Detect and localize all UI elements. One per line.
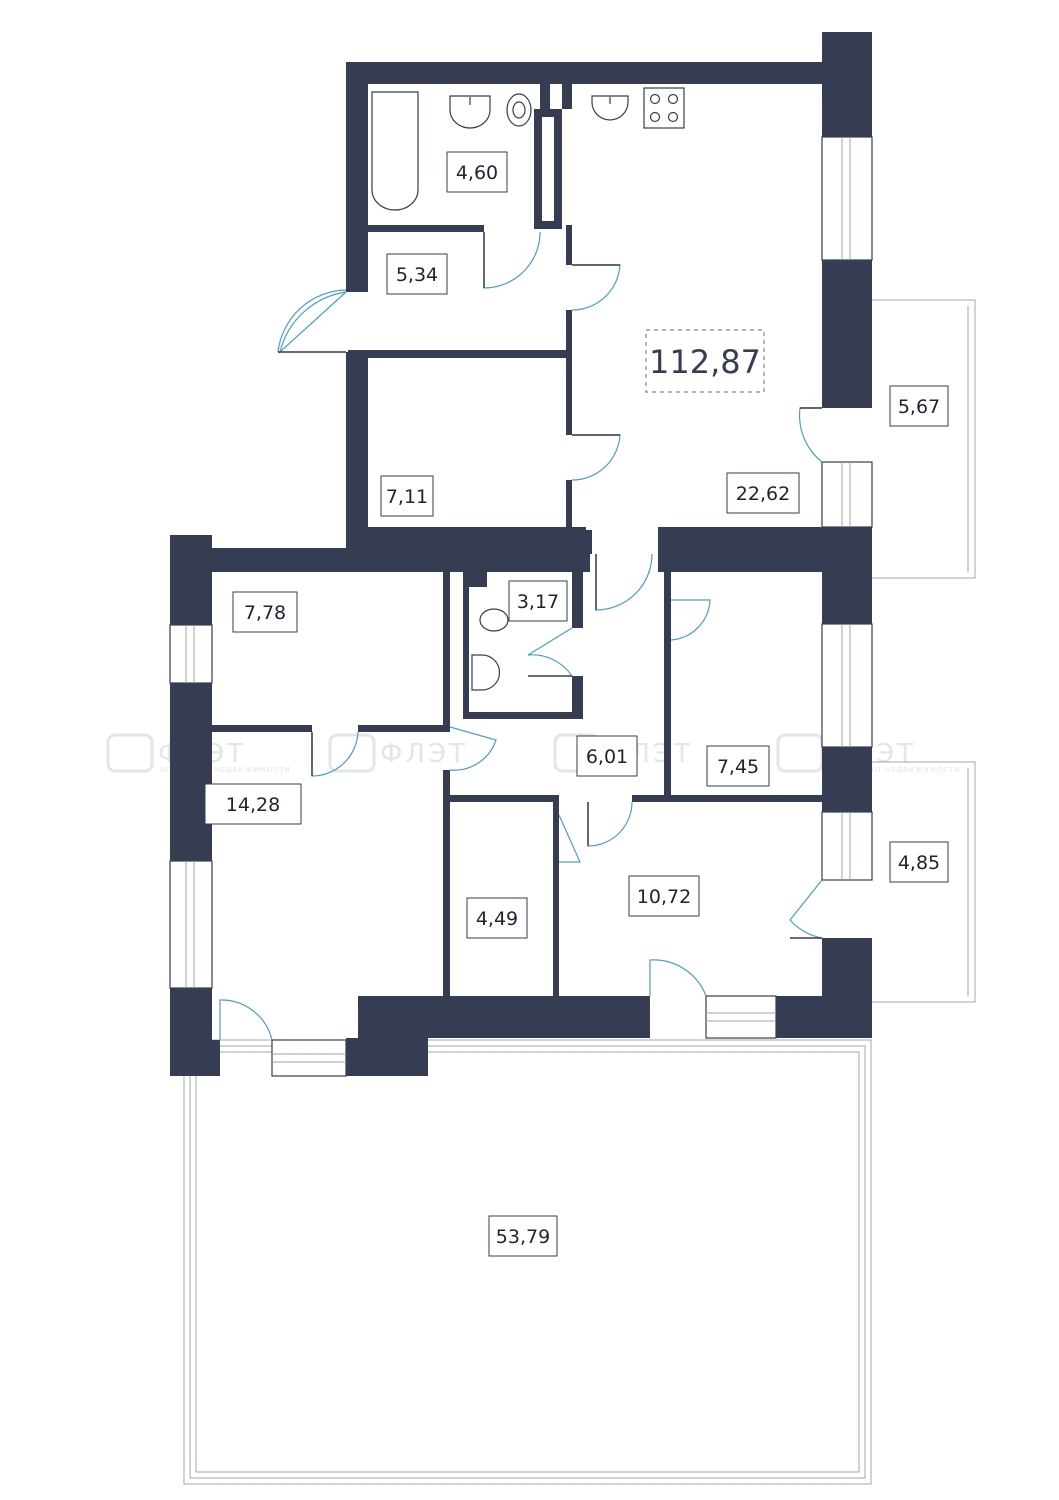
room-labels: 4,60 5,34 22,62 7,11 5,67 7,78 3,17 6,01 7,45 14,… (204, 151, 949, 1257)
room-area-value: 3,17 (517, 591, 559, 613)
room-label-box (446, 151, 508, 193)
wc-sink-icon (479, 608, 509, 632)
room-label-box (508, 580, 568, 622)
room-label-box (488, 1215, 558, 1257)
total-area: 112,87 (645, 329, 765, 393)
toilet-icon (449, 95, 491, 129)
room-area-value: 5,67 (898, 396, 940, 418)
room-label-box (204, 783, 302, 825)
room-area-value: 22,62 (736, 483, 790, 505)
room-label-box (628, 875, 700, 917)
room-label-box (576, 735, 638, 777)
room-label-balcony-right-bottom: 4,85 (889, 841, 949, 883)
room-area-value: 14,28 (226, 794, 280, 816)
room-label-bedroom-bottom: 10,72 (628, 875, 700, 917)
room-label-box (386, 253, 448, 295)
total-area-value: 112,87 (649, 343, 761, 381)
room-label-terrace: 53,79 (488, 1215, 558, 1257)
room-area-value: 4,49 (476, 908, 518, 930)
room-label-box (889, 841, 949, 883)
fixtures (371, 87, 685, 691)
room-label-bedroom-left: 14,28 (204, 783, 302, 825)
room-label-kitchen-living: 22,62 (726, 472, 800, 514)
room-area-value: 53,79 (496, 1226, 550, 1248)
balcony-railings (872, 299, 976, 1003)
doors (219, 231, 823, 1041)
room-label-corridor: 6,01 (576, 735, 638, 777)
room-label-box (380, 475, 434, 517)
room-area-value: 7,11 (386, 486, 428, 508)
room-label-wc: 3,17 (508, 580, 568, 622)
room-label-box (889, 385, 949, 427)
room-area-value: 7,45 (717, 756, 759, 778)
room-label-bedroom-small-left: 7,78 (232, 591, 298, 633)
walls (170, 32, 872, 1076)
room-label-bathroom: 4,60 (446, 151, 508, 193)
terrace-railing (183, 1039, 872, 1485)
room-label-box (706, 745, 770, 787)
room-label-wardrobe: 4,49 (466, 897, 528, 939)
room-area-value: 6,01 (586, 746, 628, 768)
room-label-box (466, 897, 528, 939)
room-area-value: 7,78 (244, 602, 286, 624)
wc-toilet-icon (471, 654, 501, 691)
room-label-box (726, 472, 800, 514)
stove-icon (643, 87, 685, 129)
room-area-value: 4,85 (898, 852, 940, 874)
room-area-value: 4,60 (456, 162, 498, 184)
room-area-value: 5,34 (396, 264, 438, 286)
kitchen-sink-icon (591, 95, 629, 121)
svg-text:АГЕНТСТВО НЕДВИЖИМОСТИ: АГЕНТСТВО НЕДВИЖИМОСТИ (160, 766, 291, 774)
room-label-room-right-middle: 7,45 (706, 745, 770, 787)
svg-text:ФЛЭТ: ФЛЭТ (380, 739, 468, 769)
room-label-storage-top: 7,11 (380, 475, 434, 517)
room-label-hall-top: 5,34 (386, 253, 448, 295)
windows (169, 136, 873, 1077)
room-label-balcony-right-top: 5,67 (889, 385, 949, 427)
room-label-box (232, 591, 298, 633)
bathtub-icon (371, 91, 419, 211)
room-area-value: 10,72 (637, 886, 691, 908)
svg-text:АГЕНТСТВО НЕДВИЖИМОСТИ: АГЕНТСТВО НЕДВИЖИМОСТИ (830, 766, 961, 774)
